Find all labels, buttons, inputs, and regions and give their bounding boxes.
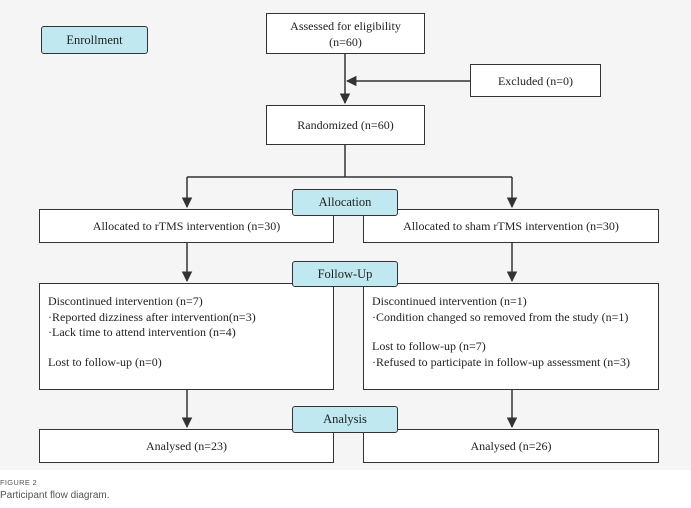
followup-right-reason2: ·Refused to participate in follow-up ass… (372, 354, 631, 369)
allocated-left-label: Allocated to rTMS intervention (n=30) (92, 219, 281, 233)
analysed-left-label: Analysed (n=23) (145, 439, 228, 453)
assessed-line1: Assessed for eligibility (290, 18, 401, 33)
stage-follow-up: Follow-Up (292, 261, 398, 287)
followup-left-reason2: ·Lack time to attend intervention (n=4) (48, 325, 236, 339)
randomized-label: Randomized (n=60) (297, 118, 394, 132)
flow-diagram: Enrollment Assessed for eligibility (n=6… (39, 13, 659, 463)
stage-enrollment: Enrollment (41, 26, 148, 54)
figure-caption: Participant flow diagram. (0, 490, 110, 501)
followup-left-lost: Lost to follow-up (n=0) (48, 354, 162, 369)
allocated-left-box: Allocated to rTMS intervention (n=30) (39, 209, 334, 243)
followup-right-lost: Lost to follow-up (n=7) (372, 339, 486, 353)
stage-enrollment-label: Enrollment (66, 32, 123, 47)
followup-left-box: Discontinued intervention (n=7) ·Reporte… (39, 283, 334, 390)
analysed-left-box: Analysed (n=23) (39, 429, 334, 463)
figure-label: FIGURE 2 (0, 478, 37, 487)
allocated-right-box: Allocated to sham rTMS intervention (n=3… (363, 209, 659, 243)
followup-left-discontinued: Discontinued intervention (n=7) (48, 294, 203, 308)
analysed-right-box: Analysed (n=26) (363, 429, 659, 463)
stage-allocation-label: Allocation (318, 195, 372, 209)
stage-analysis-label: Analysis (323, 412, 367, 426)
stage-allocation: Allocation (292, 189, 398, 216)
excluded-label: Excluded (n=0) (497, 73, 574, 88)
stage-analysis: Analysis (292, 406, 398, 433)
allocated-right-label: Allocated to sham rTMS intervention (n=3… (403, 219, 619, 233)
randomized-box: Randomized (n=60) (266, 105, 425, 145)
followup-right-reason1: ·Condition changed so removed from the s… (372, 309, 629, 324)
assessed-line2: (n=60) (329, 34, 362, 49)
excluded-box: Excluded (n=0) (470, 64, 601, 97)
followup-right-discontinued: Discontinued intervention (n=1) (372, 294, 527, 308)
followup-right-box: Discontinued intervention (n=1) ·Conditi… (363, 283, 659, 390)
analysed-right-label: Analysed (n=26) (470, 439, 552, 453)
followup-left-reason1: ·Reported dizziness after intervention(n… (48, 309, 256, 324)
assessed-box: Assessed for eligibility (n=60) (266, 13, 425, 54)
connector-lines (181, 53, 518, 429)
stage-follow-up-label: Follow-Up (317, 266, 373, 281)
